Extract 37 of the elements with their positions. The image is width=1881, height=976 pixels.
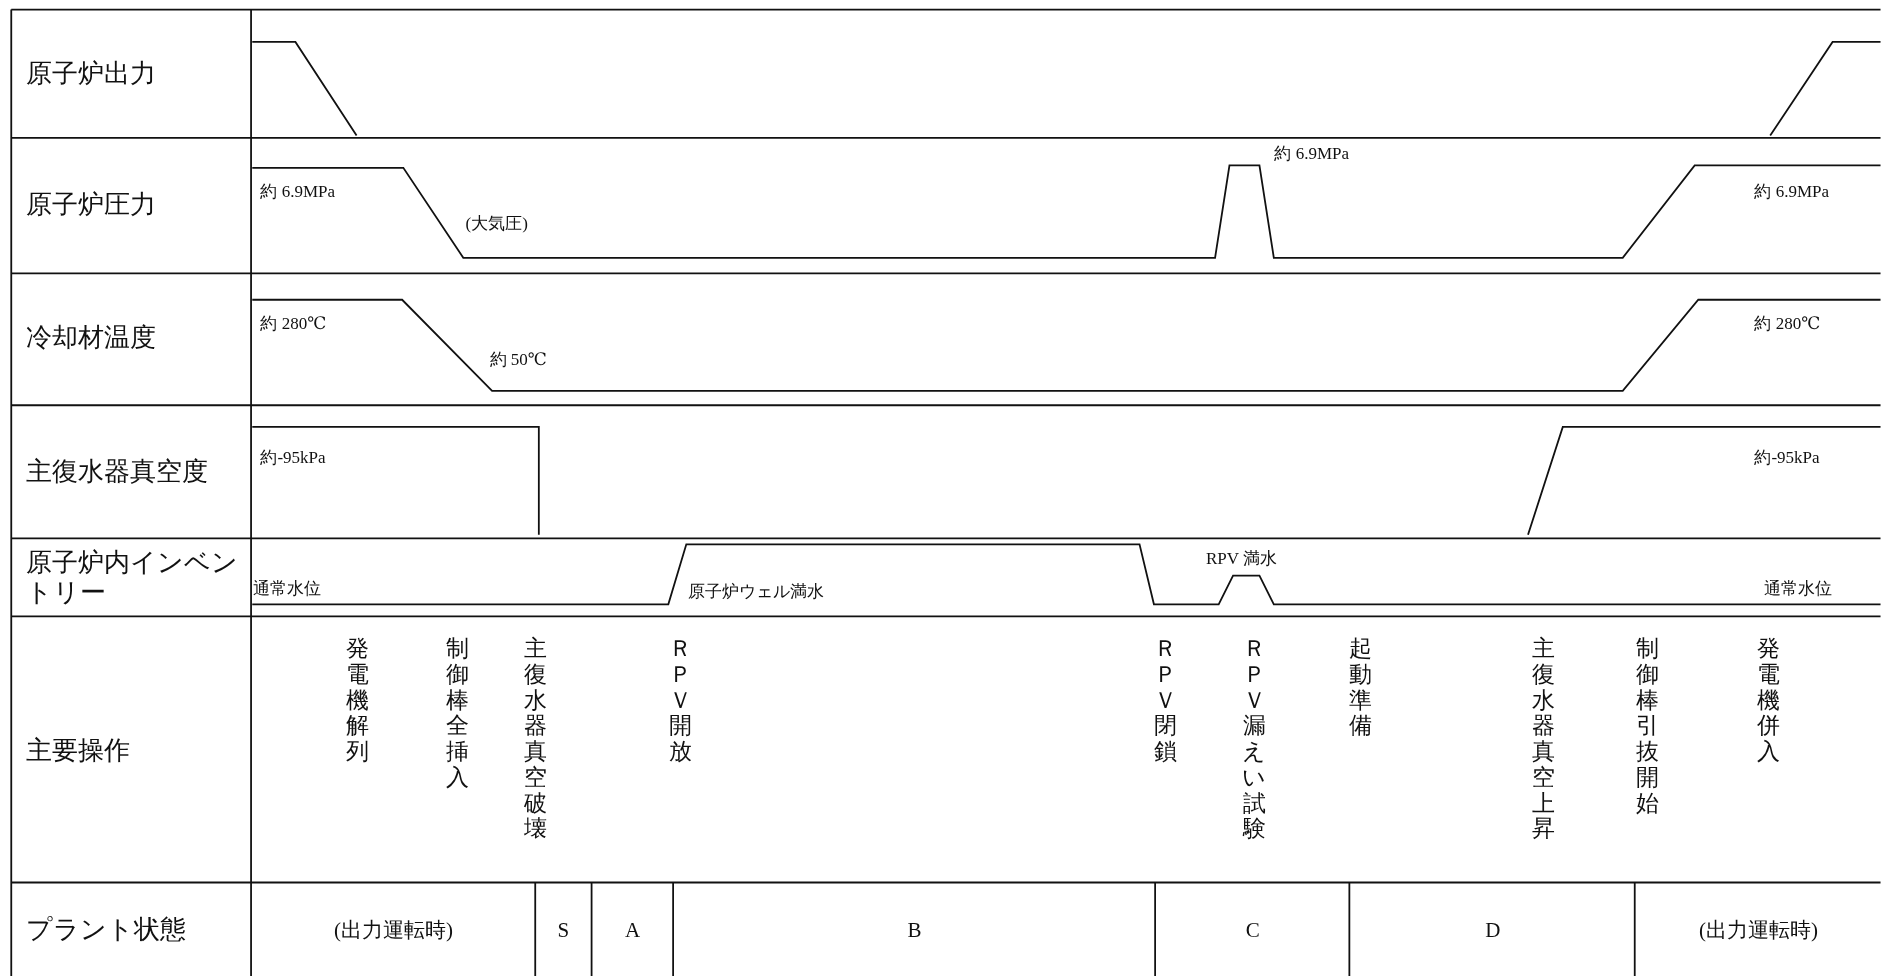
operation-label: 主復水器真空上昇 <box>1531 636 1556 842</box>
value-label: 通常水位 <box>253 579 322 599</box>
row-header: プラント状態 <box>26 915 188 945</box>
operation-label: 発電機解列 <box>345 636 370 765</box>
value-label: 約-95kPa <box>260 448 326 468</box>
value-label: (大気圧) <box>465 214 528 234</box>
value-label: RPV 満水 <box>1206 549 1277 569</box>
plant-state-label: S <box>557 918 570 943</box>
value-label: 約 280℃ <box>1754 314 1821 334</box>
value-label: 約 50℃ <box>489 350 547 370</box>
row-header: 原子炉内インベントリー <box>26 548 240 609</box>
plant-state-label: C <box>1245 918 1260 943</box>
value-label: 約 280℃ <box>260 314 327 334</box>
value-label: 約 6.9MPa <box>1274 143 1349 164</box>
operation-label: 主復水器真空破壊 <box>523 636 548 842</box>
plant-state-label: D <box>1485 918 1501 943</box>
row-header: 冷却材温度 <box>26 323 158 354</box>
row-header: 主要操作 <box>26 736 132 767</box>
operation-label: 制御棒引抜開始 <box>1635 636 1660 817</box>
row-header: 原子炉出力 <box>26 59 158 90</box>
operation-label: ＲＰＶ漏えい試験 <box>1242 636 1267 842</box>
plant-state-label: (出力運転時) <box>1699 918 1819 943</box>
plant-state-label: B <box>907 918 922 943</box>
row-header: 主復水器真空度 <box>26 456 210 487</box>
value-label: 原子炉ウェル満水 <box>687 581 824 602</box>
operation-label: 制御棒全挿入 <box>445 636 470 791</box>
row-header: 原子炉圧力 <box>26 190 158 221</box>
plant-state-label: (出力運転時) <box>334 918 454 943</box>
plant-state-label: A <box>624 918 641 943</box>
operation-label: ＲＰＶ開放 <box>668 636 693 765</box>
operation-label: 発電機併入 <box>1756 636 1781 765</box>
value-label: 約-95kPa <box>1754 448 1820 468</box>
value-label: 約 6.9MPa <box>260 182 335 202</box>
value-label: 通常水位 <box>1764 579 1832 599</box>
operation-label: 起動準備 <box>1348 636 1373 739</box>
value-label: 約 6.9MPa <box>1754 182 1829 202</box>
operation-label: ＲＰＶ閉鎖 <box>1153 636 1178 765</box>
